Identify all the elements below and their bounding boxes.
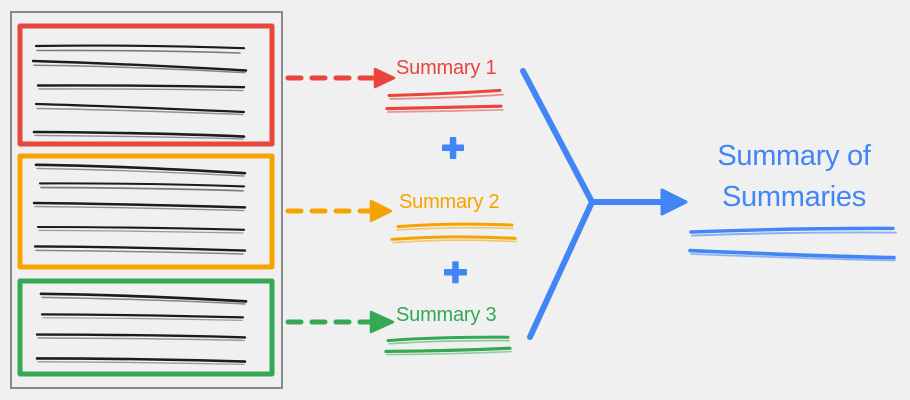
orange-dashed-arrow bbox=[285, 199, 393, 223]
source-document-panel bbox=[10, 11, 283, 389]
summary-3-label: Summary 3 bbox=[396, 304, 497, 326]
red-chunk-text-lines bbox=[31, 44, 248, 140]
orange-chunk-text-lines bbox=[32, 163, 247, 255]
green-chunk-text-lines bbox=[35, 292, 248, 366]
summary-2-label: Summary 2 bbox=[399, 191, 500, 213]
red-dashed-arrow bbox=[285, 67, 396, 89]
orange-chunk-box bbox=[17, 153, 275, 270]
final-label-line-2: Summaries bbox=[722, 181, 866, 214]
green-dashed-arrow bbox=[285, 310, 395, 334]
final-label-line-1: Summary of bbox=[717, 140, 871, 172]
summary-1-label: Summary 1 bbox=[396, 57, 497, 79]
plus-1-icon bbox=[442, 137, 464, 159]
red-chunk-group bbox=[17, 23, 275, 147]
red-chunk-box bbox=[17, 23, 275, 147]
plus-2-icon bbox=[444, 261, 467, 284]
summary-of-summaries-label: Summary of Summaries bbox=[694, 136, 894, 218]
green-chunk-box bbox=[17, 278, 275, 377]
orange-chunk-group bbox=[17, 153, 275, 270]
merge-connector bbox=[520, 68, 688, 340]
final-summary-squiggles bbox=[688, 226, 897, 262]
green-chunk-group bbox=[17, 278, 275, 377]
summary-3-squiggles bbox=[384, 335, 512, 356]
summary-2-squiggles bbox=[390, 222, 517, 244]
summary-1-squiggles bbox=[385, 88, 504, 113]
